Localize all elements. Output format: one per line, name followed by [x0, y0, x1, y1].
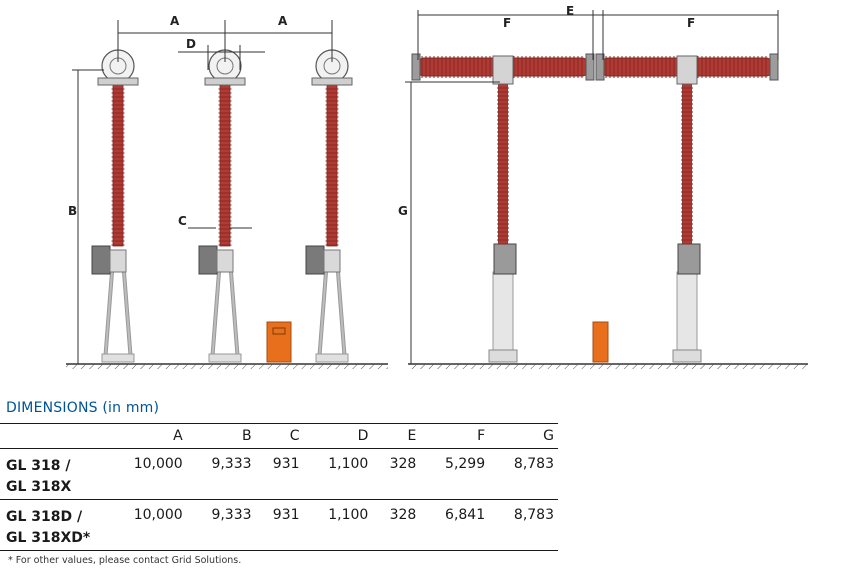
tpole-1: [411, 53, 595, 363]
header-col-b: B: [186, 423, 256, 449]
pole-1: [91, 49, 139, 363]
header-col-f: F: [420, 423, 490, 449]
cell-a: 10,000: [104, 448, 187, 500]
label-e: E: [566, 4, 574, 18]
model-line-1: GL 318D /: [6, 509, 83, 525]
label-a-1: A: [170, 14, 180, 28]
header-model: [0, 423, 104, 449]
cell-d: 1,100: [303, 499, 373, 551]
dimensions-title: DIMENSIONS (in mm): [6, 400, 160, 416]
label-b: B: [68, 204, 77, 218]
model-cell: GL 318D / GL 318XD*: [0, 499, 104, 551]
label-f-2: F: [687, 16, 695, 30]
header-col-g: G: [489, 423, 558, 449]
tpole-2: [595, 53, 779, 363]
pole-3: [305, 49, 353, 363]
header-col-a: A: [104, 423, 187, 449]
header-col-e: E: [372, 423, 421, 449]
cell-f: 5,299: [420, 448, 490, 500]
cell-c: 931: [255, 448, 304, 500]
cell-b: 9,333: [186, 448, 256, 500]
cell-g: 8,783: [489, 499, 558, 551]
model-cell: GL 318 / GL 318X: [0, 448, 104, 500]
header-col-d: D: [303, 423, 373, 449]
cell-d: 1,100: [303, 448, 373, 500]
table-row: GL 318D / GL 318XD* 10,000 9,333 931 1,1…: [0, 499, 558, 551]
label-a-2: A: [278, 14, 288, 28]
cell-g: 8,783: [489, 448, 558, 500]
cell-a: 10,000: [104, 499, 187, 551]
cell-e: 328: [372, 448, 421, 500]
cell-f: 6,841: [420, 499, 490, 551]
pole-group-left: [91, 49, 353, 363]
dimension-lines: [72, 10, 779, 364]
label-f-1: F: [503, 16, 511, 30]
cell-b: 9,333: [186, 499, 256, 551]
footnote: * For other values, please contact Grid …: [8, 555, 242, 566]
ground-left: [66, 363, 388, 369]
pole-group-right: [411, 53, 779, 363]
breaker-dimension-diagram: A A D B C E F F G: [66, 4, 808, 369]
control-box-left: [266, 321, 292, 363]
dimensions-table: A B C D E F G GL 318 / GL 318X 10,000 9,…: [0, 423, 558, 551]
dimension-labels: A A D B C E F F G: [68, 4, 695, 228]
cell-e: 328: [372, 499, 421, 551]
label-c: C: [178, 214, 187, 228]
ground-right: [408, 363, 808, 369]
label-d: D: [186, 37, 196, 51]
model-line-1: GL 318 /: [6, 458, 71, 474]
table-row: GL 318 / GL 318X 10,000 9,333 931 1,100 …: [0, 448, 558, 500]
pole-2: [198, 49, 246, 363]
model-line-2: GL 318XD*: [6, 530, 91, 546]
cell-c: 931: [255, 499, 304, 551]
header-col-c: C: [255, 423, 304, 449]
control-box-right: [592, 321, 609, 363]
model-line-2: GL 318X: [6, 479, 72, 495]
label-g: G: [398, 204, 408, 218]
table-header-row: A B C D E F G: [0, 423, 558, 449]
